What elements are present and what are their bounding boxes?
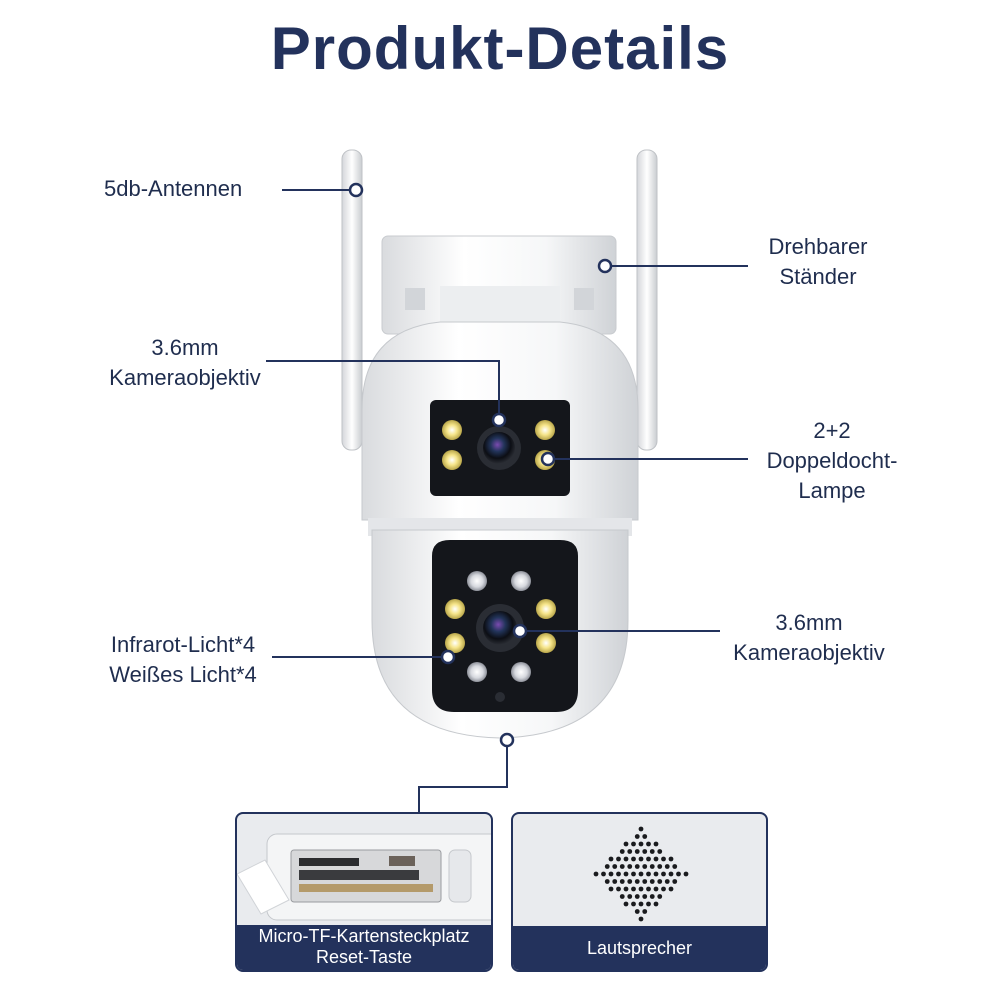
callout-stand: Drehbarer Ständer	[768, 234, 868, 289]
callout-dots	[348, 182, 613, 748]
speaker-card: Lautsprecher	[511, 812, 768, 972]
page-title: Produkt-Details	[270, 15, 730, 82]
callout-bottom-lens: 3.6mm Kameraobjektiv	[733, 610, 885, 665]
antenna-icon	[341, 149, 658, 451]
camera-lens-icon	[477, 426, 521, 470]
sd-slot-icon	[237, 833, 491, 921]
callout-antennas: 5db-Antennen	[104, 176, 243, 201]
mic-hole	[495, 692, 505, 702]
speaker-grille-icon	[593, 826, 689, 922]
sd-slot-caption: Micro-TF-Kartensteckplatz Reset-Taste	[237, 925, 491, 970]
ir-light-icon	[467, 571, 531, 682]
callout-lights: Infrarot-Licht*4 Weißes Licht*4	[109, 632, 257, 687]
camera-lens-icon	[476, 604, 524, 652]
callout-lamp: 2+2 Doppeldocht- Lampe	[766, 418, 898, 503]
led-icon	[442, 420, 555, 470]
white-light-icon	[445, 599, 556, 653]
sd-slot-card: Micro-TF-Kartensteckplatz Reset-Taste	[235, 812, 493, 972]
speaker-caption: Lautsprecher	[513, 926, 766, 970]
callout-top-lens: 3.6mm Kameraobjektiv	[109, 335, 261, 390]
rotatable-stand	[381, 235, 617, 335]
callout-lines	[266, 189, 748, 812]
